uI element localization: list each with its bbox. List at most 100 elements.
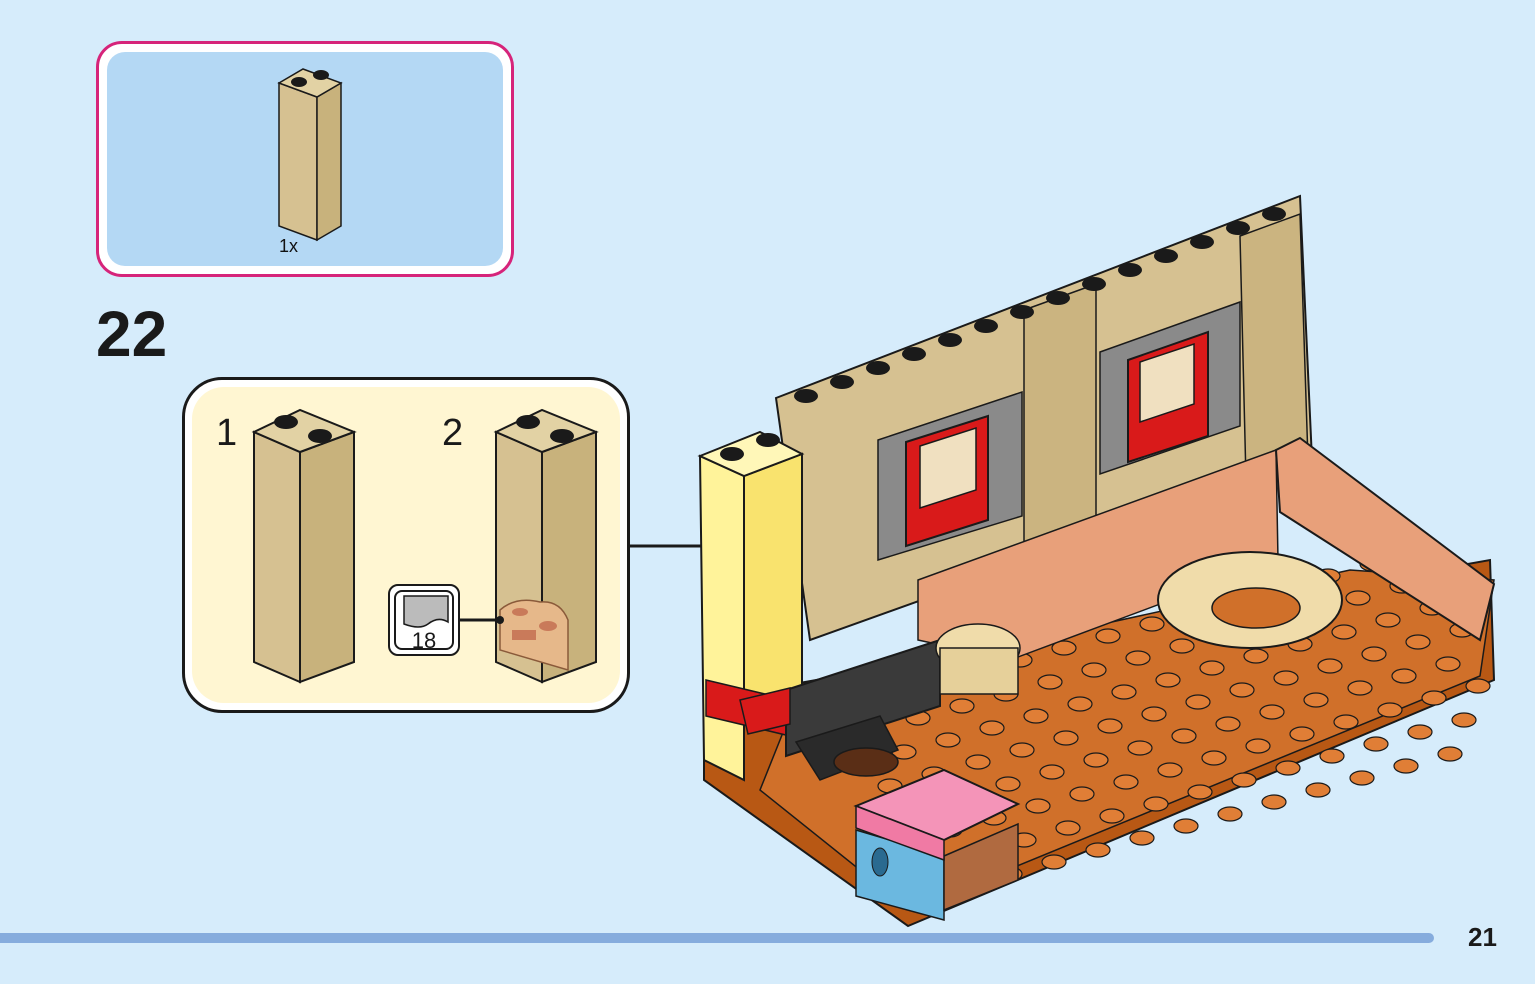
baseplate-stud [1229, 682, 1255, 698]
baseplate-stud [1405, 634, 1431, 650]
baseplate-stud [1333, 714, 1359, 730]
baseplate-stud [1215, 716, 1241, 732]
substep-label-2: 2 [442, 412, 464, 454]
baseplate-stud [949, 698, 975, 714]
wall-stud [1082, 277, 1106, 291]
sticker-pointer-dot [496, 616, 504, 624]
baseplate-stud [1199, 660, 1225, 676]
baseplate-stud [1347, 680, 1373, 696]
baseplate-stud [1231, 772, 1257, 788]
baseplate-stud [1377, 702, 1403, 718]
baseplate-stud [1053, 730, 1079, 746]
baseplate-stud [1069, 786, 1095, 802]
baseplate-stud [1129, 830, 1155, 846]
baseplate-stud [1259, 704, 1285, 720]
parts-list-background [107, 52, 503, 266]
baseplate-stud [1393, 758, 1419, 774]
wall-stud [794, 389, 818, 403]
baseplate-stud [1157, 762, 1183, 778]
sticker-icon: 18 [394, 590, 454, 653]
baseplate-stud [1095, 628, 1121, 644]
baseplate-stud [1319, 748, 1345, 764]
part-quantity: 1x [279, 236, 299, 256]
wall-stud [938, 333, 962, 347]
tan-brick-substep-1-icon [251, 408, 357, 684]
baseplate-stud [1345, 590, 1371, 606]
baseplate-stud [1039, 764, 1065, 780]
baseplate-stud [1289, 726, 1315, 742]
baseplate-stud [1305, 782, 1331, 798]
baseplate-stud [1273, 670, 1299, 686]
model-pink-crate [853, 768, 1021, 921]
model-yellow-column [697, 430, 805, 782]
model-side-bench [1274, 436, 1496, 642]
baseplate-stud [1201, 750, 1227, 766]
baseplate-stud [1113, 774, 1139, 790]
baseplate-stud [1173, 818, 1199, 834]
baseplate-stud [1391, 668, 1417, 684]
baseplate-stud [1081, 662, 1107, 678]
baseplate-stud [1051, 640, 1077, 656]
sticker-reference-badge: 18 [388, 584, 460, 656]
baseplate-stud [1451, 712, 1477, 728]
baseplate-stud [1171, 728, 1197, 744]
baseplate-stud [1435, 656, 1461, 672]
baseplate-stud [1349, 770, 1375, 786]
baseplate-stud [1261, 794, 1287, 810]
wall-stud [1010, 305, 1034, 319]
baseplate-stud [1143, 796, 1169, 812]
parts-list-callout: 1x [96, 41, 514, 277]
baseplate-stud [1217, 806, 1243, 822]
baseplate-stud [1465, 678, 1491, 694]
wall-stud [974, 319, 998, 333]
baseplate-stud [1111, 684, 1137, 700]
wall-stud [902, 347, 926, 361]
baseplate-stud [1097, 718, 1123, 734]
baseplate-stud [965, 754, 991, 770]
model-round-table [935, 551, 1343, 695]
baseplate-stud [1025, 798, 1051, 814]
baseplate-stud [1155, 672, 1181, 688]
baseplate-stud [1141, 706, 1167, 722]
sticker-peel-icon [403, 595, 449, 628]
wall-stud [830, 375, 854, 389]
baseplate-stud [1067, 696, 1093, 712]
baseplate-stud [1361, 646, 1387, 662]
baseplate-stud [1127, 740, 1153, 756]
step-number: 22 [96, 298, 168, 370]
footer-progress-bar [0, 933, 1434, 943]
baseplate-stud [935, 732, 961, 748]
baseplate-stud [1317, 658, 1343, 674]
wall-stud [1154, 249, 1178, 263]
wall-stud [866, 361, 890, 375]
baseplate-stud [1187, 784, 1213, 800]
baseplate-stud [995, 776, 1021, 792]
baseplate-stud [1303, 692, 1329, 708]
baseplate-stud [1009, 742, 1035, 758]
tan-brick-with-sticker-icon [493, 408, 599, 684]
baseplate-stud [1041, 854, 1067, 870]
baseplate-stud [1437, 746, 1463, 762]
tan-brick-1x2x5-icon [277, 68, 343, 242]
baseplate-stud [1085, 842, 1111, 858]
wall-top-studs [794, 207, 1286, 403]
model-dark-bench [739, 638, 941, 781]
baseplate-stud [1245, 738, 1271, 754]
baseplate-stud [1099, 808, 1125, 824]
wall-stud [1046, 291, 1070, 305]
baseplate-stud [1243, 648, 1269, 664]
wall-stud [1118, 263, 1142, 277]
wall-stud [1190, 235, 1214, 249]
baseplate-stud [1375, 612, 1401, 628]
model-back-wall [774, 194, 1314, 661]
baseplate-stud [1275, 760, 1301, 776]
page-number: 21 [1468, 922, 1497, 952]
baseplate-stud [1363, 736, 1389, 752]
baseplate-stud [1169, 638, 1195, 654]
wall-stud [1226, 221, 1250, 235]
sticker-number: 18 [411, 628, 437, 653]
baseplate-stud [1125, 650, 1151, 666]
baseplate-stud [1331, 624, 1357, 640]
substep-label-1: 1 [216, 412, 238, 454]
